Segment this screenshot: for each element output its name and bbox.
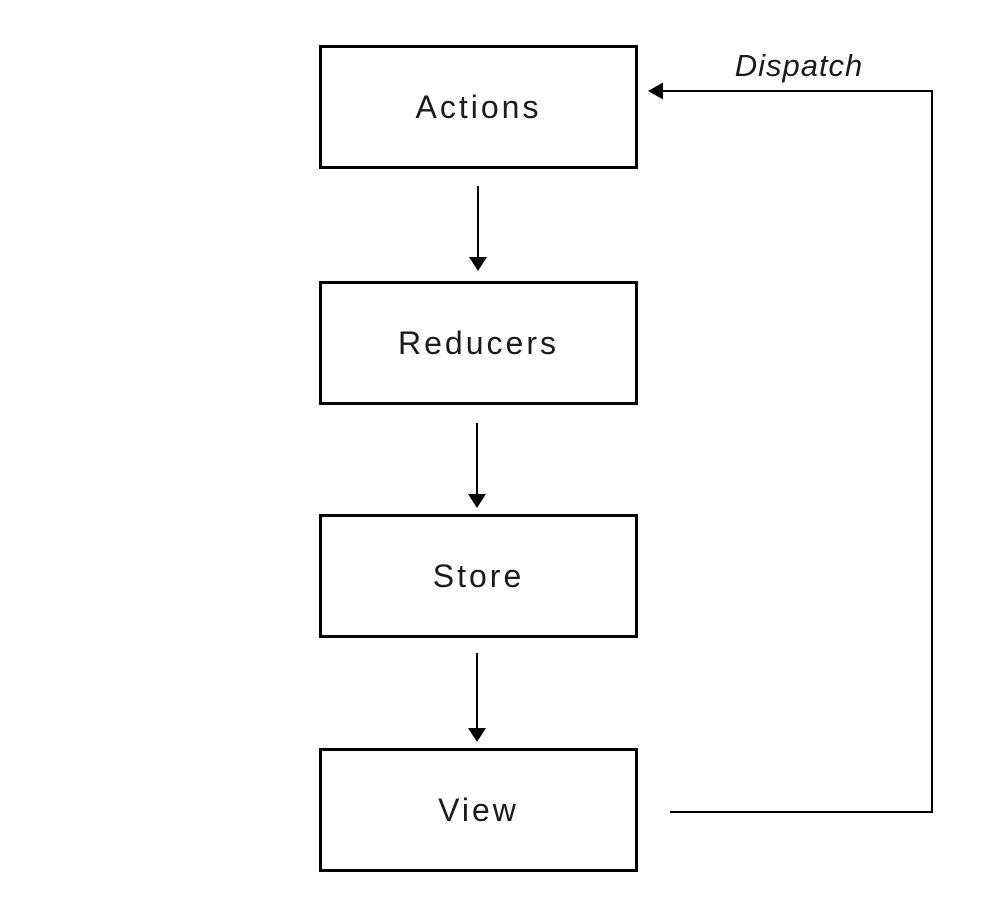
dispatch-loop-arrow [648, 82, 933, 813]
node-store: Store [319, 514, 638, 638]
arrow-actions-to-reducers [469, 186, 487, 271]
node-actions-label: Actions [415, 88, 542, 125]
arrow-store-to-view [468, 653, 486, 742]
dispatch-label: Dispatch [734, 48, 864, 83]
node-actions: Actions [319, 45, 638, 169]
arrow-reducers-to-store [468, 423, 486, 508]
node-reducers-label: Reducers [398, 324, 559, 361]
node-store-label: Store [432, 557, 525, 594]
node-reducers: Reducers [319, 281, 638, 405]
node-view: View [319, 748, 638, 872]
node-view-label: View [438, 791, 519, 828]
